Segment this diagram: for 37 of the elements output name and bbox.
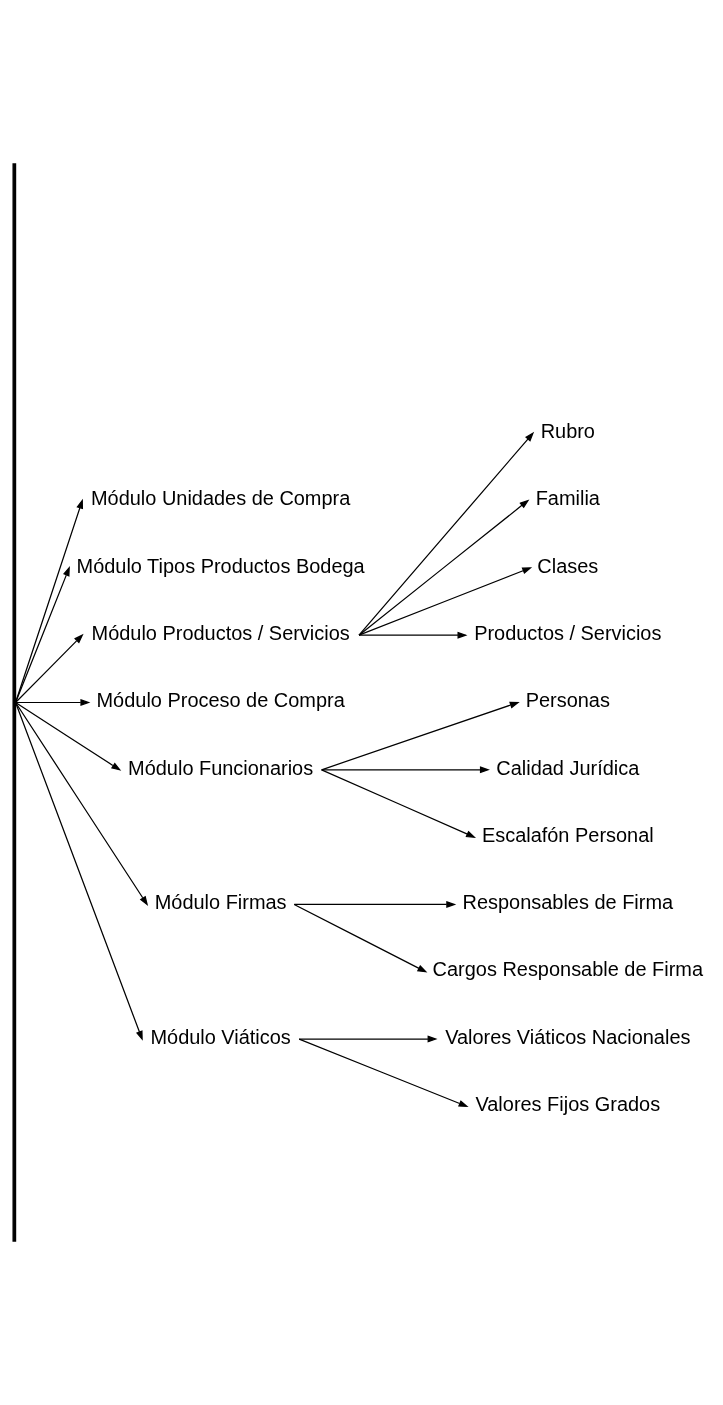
arrow (293, 903, 428, 973)
arrow (321, 769, 477, 838)
arrow (321, 701, 520, 771)
arrow (358, 567, 533, 636)
node-text: Módulo Proceso de Compra (96, 689, 345, 712)
node-text: Cargos Responsable de Firma (432, 958, 704, 981)
node-bar (12, 163, 17, 1242)
arrow (14, 498, 84, 704)
arrow (14, 633, 84, 704)
node-text: Familia (535, 487, 600, 510)
node-text: Escalafón Personal (481, 823, 654, 846)
arrow (321, 766, 490, 774)
node-text: Módulo Tipos Productos Bodega (76, 554, 365, 577)
node-text: Personas (525, 689, 610, 712)
node-text: Módulo Firmas (154, 891, 287, 914)
arrow (14, 701, 122, 771)
arrow (358, 431, 535, 636)
node-text: Módulo Viáticos (150, 1025, 291, 1048)
node-text: Valores Fijos Grados (475, 1093, 661, 1116)
node-text: Calidad Jurídica (496, 756, 640, 779)
node-text: Rubro (540, 419, 595, 442)
arrow (358, 499, 530, 636)
node-text: Clases (537, 554, 599, 577)
arrow (14, 701, 149, 907)
arrow (298, 1038, 469, 1108)
arrow (298, 1035, 438, 1043)
node-text: Productos / Servicios (474, 621, 662, 644)
arrow (358, 631, 468, 639)
node-text: Módulo Productos / Servicios (91, 621, 350, 644)
arrow (293, 900, 457, 908)
node-text: Módulo Unidades de Compra (90, 487, 351, 510)
node-text: Módulo Funcionarios (128, 756, 314, 779)
node-text: Responsables de Firma (462, 891, 674, 914)
arrow (14, 699, 91, 706)
arrow (14, 566, 70, 704)
arrow (14, 701, 143, 1041)
node-text: Valores Viáticos Nacionales (445, 1025, 691, 1048)
